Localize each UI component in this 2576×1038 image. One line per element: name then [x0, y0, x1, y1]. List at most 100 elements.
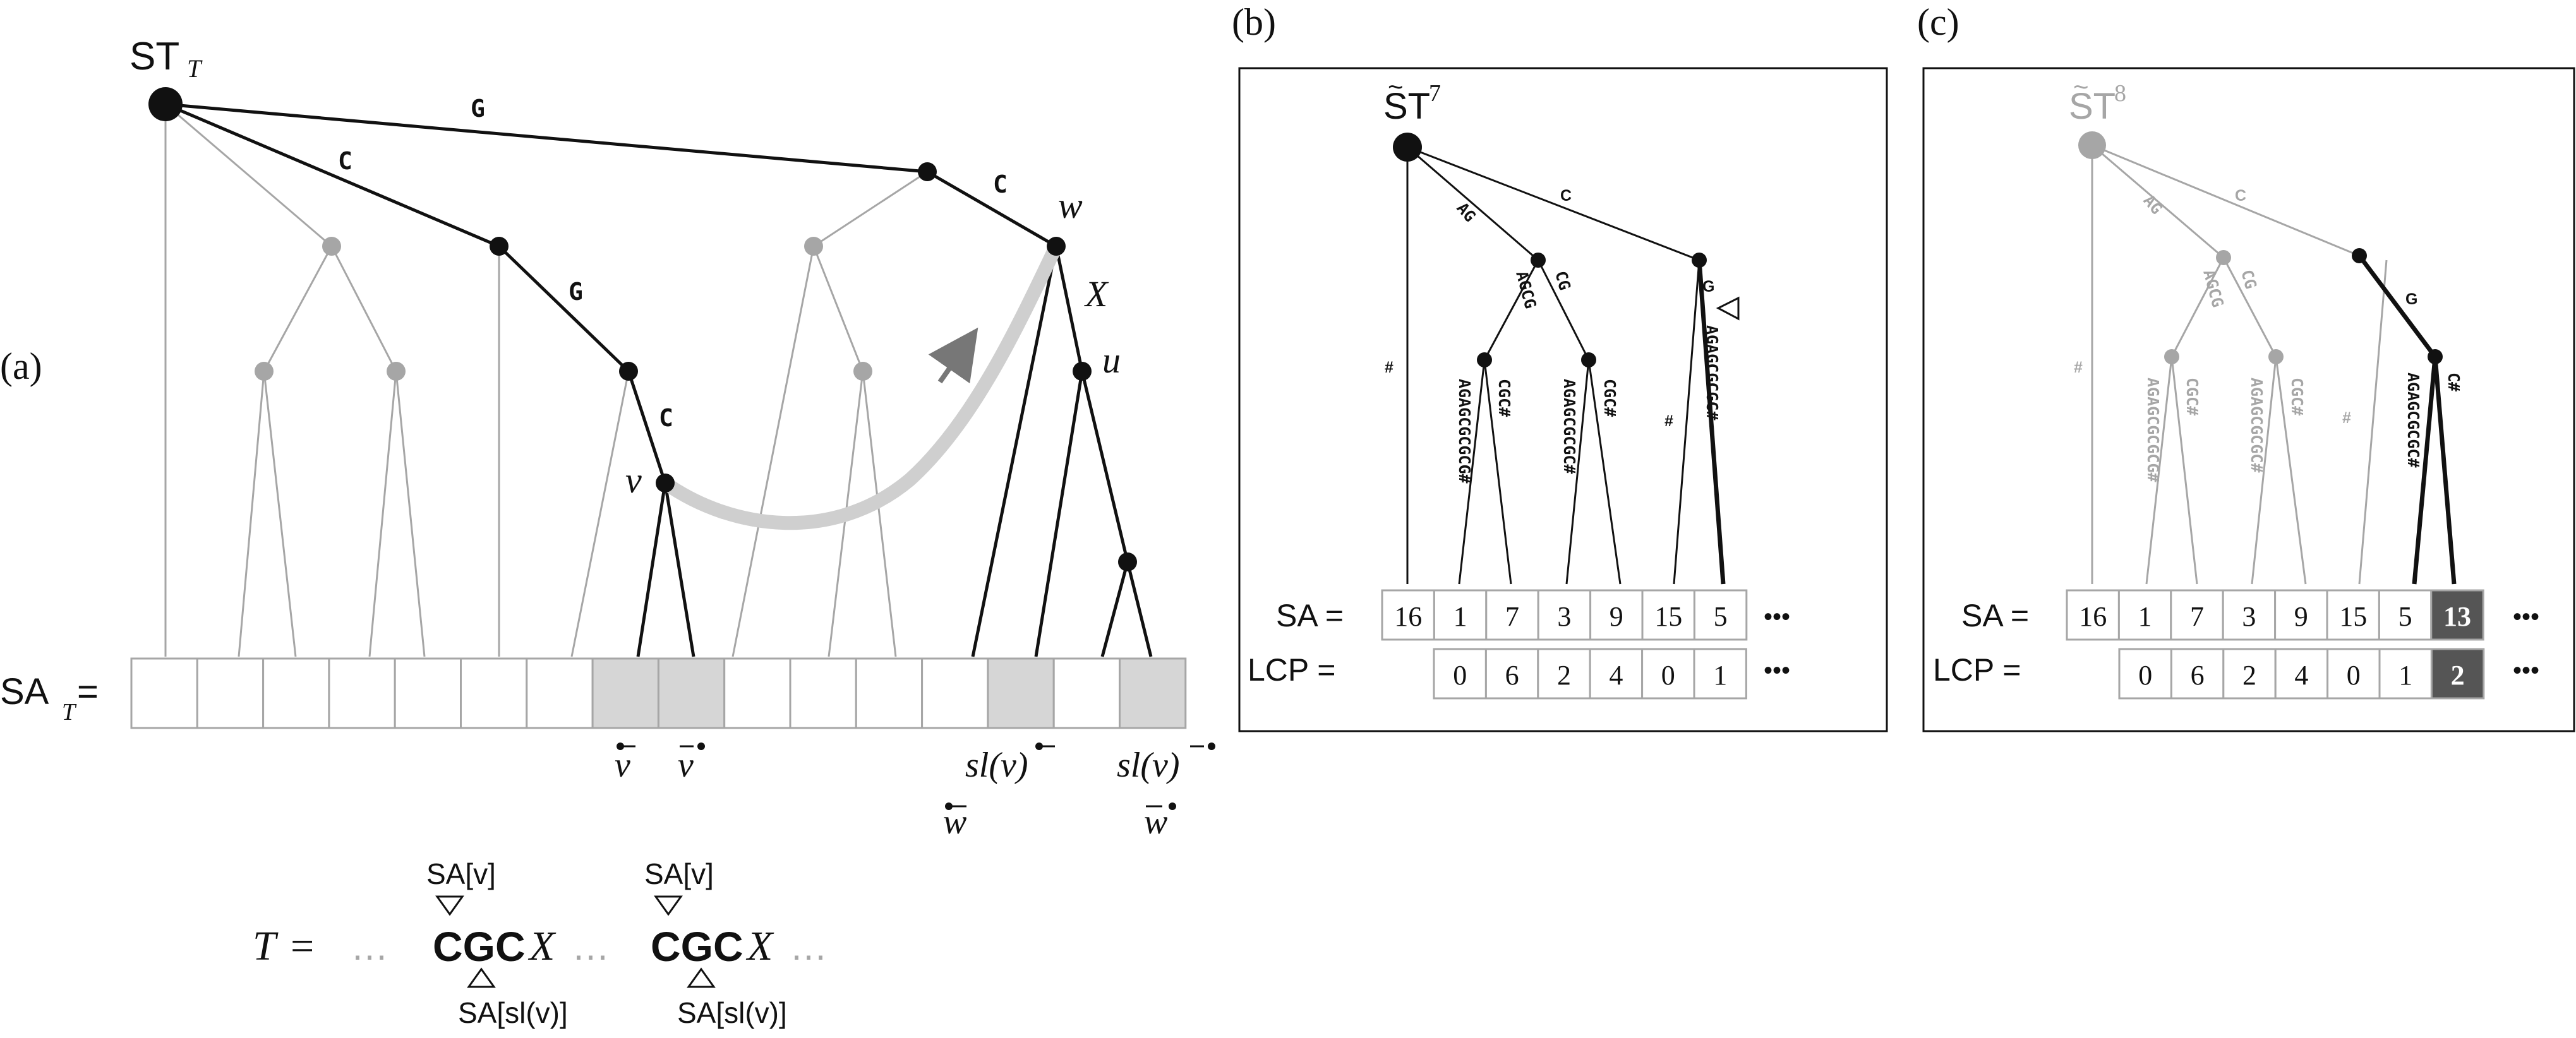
gray-node [2216, 250, 2231, 265]
vertical-edge-label: AGAGCGCGC# [1703, 325, 1721, 421]
array-cell [2326, 648, 2381, 700]
node-label-v: v [625, 460, 642, 501]
edge-label: C [659, 404, 673, 432]
new-node [2428, 349, 2443, 364]
edge-label: C [2235, 187, 2246, 205]
root-node [148, 87, 183, 121]
sa-cell [723, 657, 791, 729]
node-v [656, 474, 675, 492]
text-string: T = … CGC X … CGC X … SA[v] SA[v] SA[sl(… [253, 857, 828, 1029]
vertical-edge-label: AG [2140, 191, 2166, 218]
sa-row-label: SA = [1961, 598, 2029, 633]
vertical-edge-label: AGAGCGCGCG# [1455, 379, 1474, 484]
array-cell [1433, 589, 1488, 641]
vertical-edge-label: CGC# [1601, 379, 1619, 417]
gray-node [804, 237, 823, 256]
panel-b-label: (b) [1232, 1, 1276, 43]
array-cell-value: 13 [2443, 601, 2471, 632]
vertical-edge-label: AGAGCGCGC# [1560, 379, 1579, 474]
sa-cell [526, 657, 594, 729]
array-cell-value: 1 [2398, 660, 2412, 691]
tree-b-tilde: ~ [1388, 72, 1404, 102]
down-triangle-icon [654, 895, 683, 916]
t-cgc-first: CGC [433, 923, 526, 970]
array-cell-value: 5 [1714, 601, 1728, 632]
sa-cell [1052, 657, 1121, 729]
sa-ellipsis: ••• [2513, 603, 2539, 631]
w-right-mark [1169, 802, 1176, 810]
edge-label: C [993, 170, 1008, 198]
tree-c-thick-edge [2412, 356, 2438, 585]
node-cg [619, 362, 638, 381]
root-node [1393, 133, 1422, 162]
lcp-ellipsis: ••• [2513, 657, 2539, 684]
array-cell-value: 7 [1505, 601, 1519, 632]
sa-cell [262, 657, 330, 729]
tree-name: ST [129, 35, 179, 78]
array-cell-value: 16 [1394, 601, 1422, 632]
array-cell [1641, 648, 1695, 700]
sa-v-right-annot: SA[v] [644, 857, 714, 890]
vertical-edge-label: CGC# [2183, 378, 2201, 415]
array-cell-value: 4 [1609, 660, 1623, 691]
internal-node [1531, 253, 1546, 268]
sa-label: SA [0, 671, 49, 712]
t-x-second: X [745, 923, 774, 969]
vertical-edge-label: C# [2445, 373, 2463, 391]
vertical-edge-label: AGCG [1512, 269, 1540, 311]
sl-right-label: sl(v) [1117, 746, 1180, 785]
array-cell [2378, 648, 2433, 700]
array-cell-value: 6 [1505, 660, 1519, 691]
array-cell-value: 9 [2294, 601, 2308, 632]
sa-cell [1119, 657, 1187, 729]
node-label-w: w [1058, 185, 1083, 226]
sa-cell [855, 657, 924, 729]
panel-c-frame [1922, 67, 2575, 732]
sa-sl-right-annot: SA[sl(v)] [677, 996, 787, 1029]
tree-c-thick-edge [2357, 254, 2437, 359]
sa-array [130, 657, 1187, 729]
array-cell [1693, 589, 1748, 641]
node-g [918, 162, 937, 181]
edge-label: # [1664, 412, 1673, 430]
array-cell-value: 0 [1453, 660, 1467, 691]
array-cell [2274, 589, 2328, 641]
array-cell-value: 5 [2398, 601, 2412, 632]
panel-c-label: (c) [1917, 1, 1959, 43]
vertical-edge-label: CG [2237, 268, 2260, 291]
array-cell-value: 0 [2347, 660, 2361, 691]
internal-node [1477, 352, 1492, 367]
array-cell-value: 0 [2138, 660, 2152, 691]
sa-v-left-annot: SA[v] [426, 857, 496, 890]
tree-b-thick-edge [1697, 260, 1726, 585]
gray-node [255, 362, 274, 381]
node-label-u: u [1102, 340, 1121, 381]
sa-cell [460, 657, 528, 729]
up-triangle-icon [467, 967, 496, 988]
sa-cell [987, 657, 1055, 729]
sa-cell [196, 657, 265, 729]
node-w [1047, 237, 1066, 256]
sa-subscript: T [62, 699, 77, 725]
array-cell [2117, 589, 2172, 641]
edge-label: # [2342, 409, 2351, 427]
t-dots: … [351, 926, 388, 968]
tree-b-name: ST [1383, 86, 1430, 127]
sa-cell [657, 657, 726, 729]
array-cell-value: 9 [1610, 601, 1623, 632]
gray-node [2164, 349, 2179, 364]
array-cell-value: 6 [2191, 660, 2205, 691]
t-dots: … [790, 926, 828, 968]
w-left-mark [945, 802, 953, 810]
t-symbol: T [253, 923, 279, 969]
down-triangle-icon [435, 895, 464, 916]
array-cell-value: 7 [2190, 601, 2204, 632]
array-cell [2170, 589, 2224, 641]
t-cgc-second: CGC [651, 923, 743, 970]
edge-label: C [1560, 187, 1572, 205]
panel-b: (b) ST ~ 7 C G # # [1232, 1, 1888, 732]
sa-cell [591, 657, 659, 729]
panel-c: (c) ST ~ 8 C # # G [1917, 1, 2575, 732]
internal-node [1692, 253, 1707, 268]
t-x-first: X [527, 923, 557, 969]
